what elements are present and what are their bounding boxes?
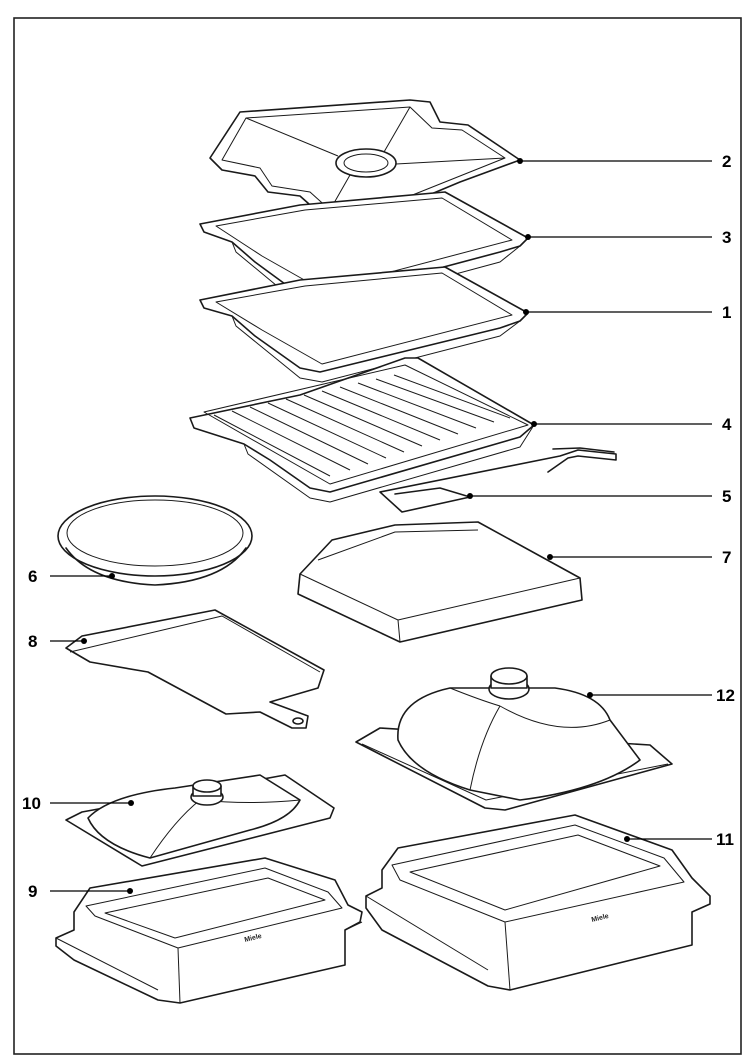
callout-9: 9 [28,882,37,901]
outer-frame [13,17,742,1055]
callout-1: 1 [722,303,731,322]
item-4-rack [189,357,535,503]
item-11-large-dish: Miele [365,814,711,991]
item-1-universal-tray [199,266,529,383]
callout-3: 3 [722,228,731,247]
callout-11: 11 [716,830,734,849]
leader-lines [50,158,712,894]
callout-10: 10 [22,794,41,813]
callout-2: 2 [722,152,731,171]
callout-5: 5 [722,487,731,506]
callout-7: 7 [722,548,731,567]
brand-logo-large-dish: Miele [591,913,610,924]
callout-4: 4 [722,415,732,434]
item-6-round-pan [57,495,253,586]
item-7-baking-stone [297,521,583,643]
item-9-small-dish: Miele [55,857,363,1004]
callout-6: 6 [28,567,37,586]
callout-8: 8 [28,632,37,651]
item-10-small-lid [65,774,335,867]
brand-logo-small-dish: Miele [244,933,263,944]
item-8-pizza-peel [65,609,325,729]
callout-12: 12 [716,686,735,705]
item-12-large-lid [355,667,673,811]
item-2-perforated-tray [209,99,521,219]
